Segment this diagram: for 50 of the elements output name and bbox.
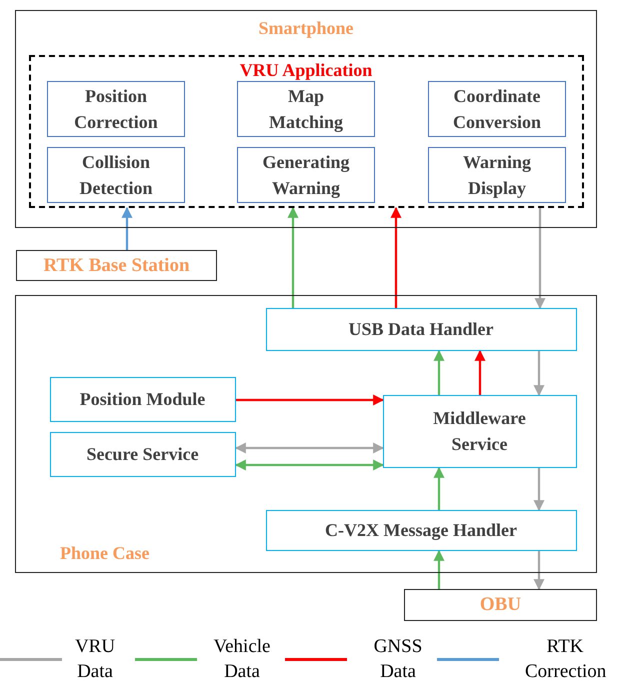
module-box (266, 308, 576, 350)
box-label: C-V2X Message Handler (325, 519, 517, 542)
legend-text: RTK Correction (525, 635, 605, 682)
arrow (236, 394, 384, 406)
box-label: Middleware Service (432, 407, 527, 456)
box-label: Warning Display (462, 151, 532, 200)
arrow (434, 350, 444, 395)
arrow (534, 351, 544, 396)
device-frame (15, 10, 597, 228)
box-label: Coordinate Conversion (452, 85, 542, 134)
arrow (390, 206, 402, 308)
function-box (237, 81, 375, 137)
box-label: Map Matching (268, 85, 344, 134)
box-label: USB Data Handler (348, 318, 494, 341)
box-label: Generating Warning (262, 151, 350, 200)
arrow (434, 466, 444, 510)
arrow (534, 551, 544, 590)
function-box (428, 147, 566, 203)
frame-heading: Phone Case (60, 542, 150, 565)
frame-heading: Smartphone (257, 17, 354, 40)
arrow (534, 208, 546, 310)
arrow (434, 550, 444, 589)
box-label: Position Module (80, 388, 206, 411)
external-box (404, 589, 597, 621)
module-box (50, 376, 236, 422)
function-box (47, 81, 185, 137)
box-label: Secure Service (86, 443, 199, 466)
box-label: Position Correction (73, 85, 159, 134)
box-label: RTK Base Station (43, 254, 190, 278)
arrow (288, 206, 298, 308)
arrow (122, 206, 132, 250)
arrow (474, 350, 486, 395)
frame-heading: VRU Application (238, 58, 374, 80)
external-box (16, 250, 217, 281)
application-frame (28, 54, 584, 208)
arrow (234, 460, 384, 470)
module-box (266, 510, 576, 550)
legend-text: VRU Data (74, 635, 116, 682)
arrow (534, 468, 544, 512)
legend-text: Vehicle Data (212, 635, 272, 682)
box-label: OBU (480, 593, 522, 617)
module-box (50, 432, 236, 476)
device-frame (15, 295, 597, 573)
module-box (382, 394, 576, 468)
box-label: Collision Detection (78, 151, 154, 200)
legend-text: GNSS Data (372, 635, 424, 682)
function-box (47, 147, 185, 203)
function-box (428, 81, 566, 137)
arrow (234, 442, 384, 454)
function-box (237, 147, 375, 203)
